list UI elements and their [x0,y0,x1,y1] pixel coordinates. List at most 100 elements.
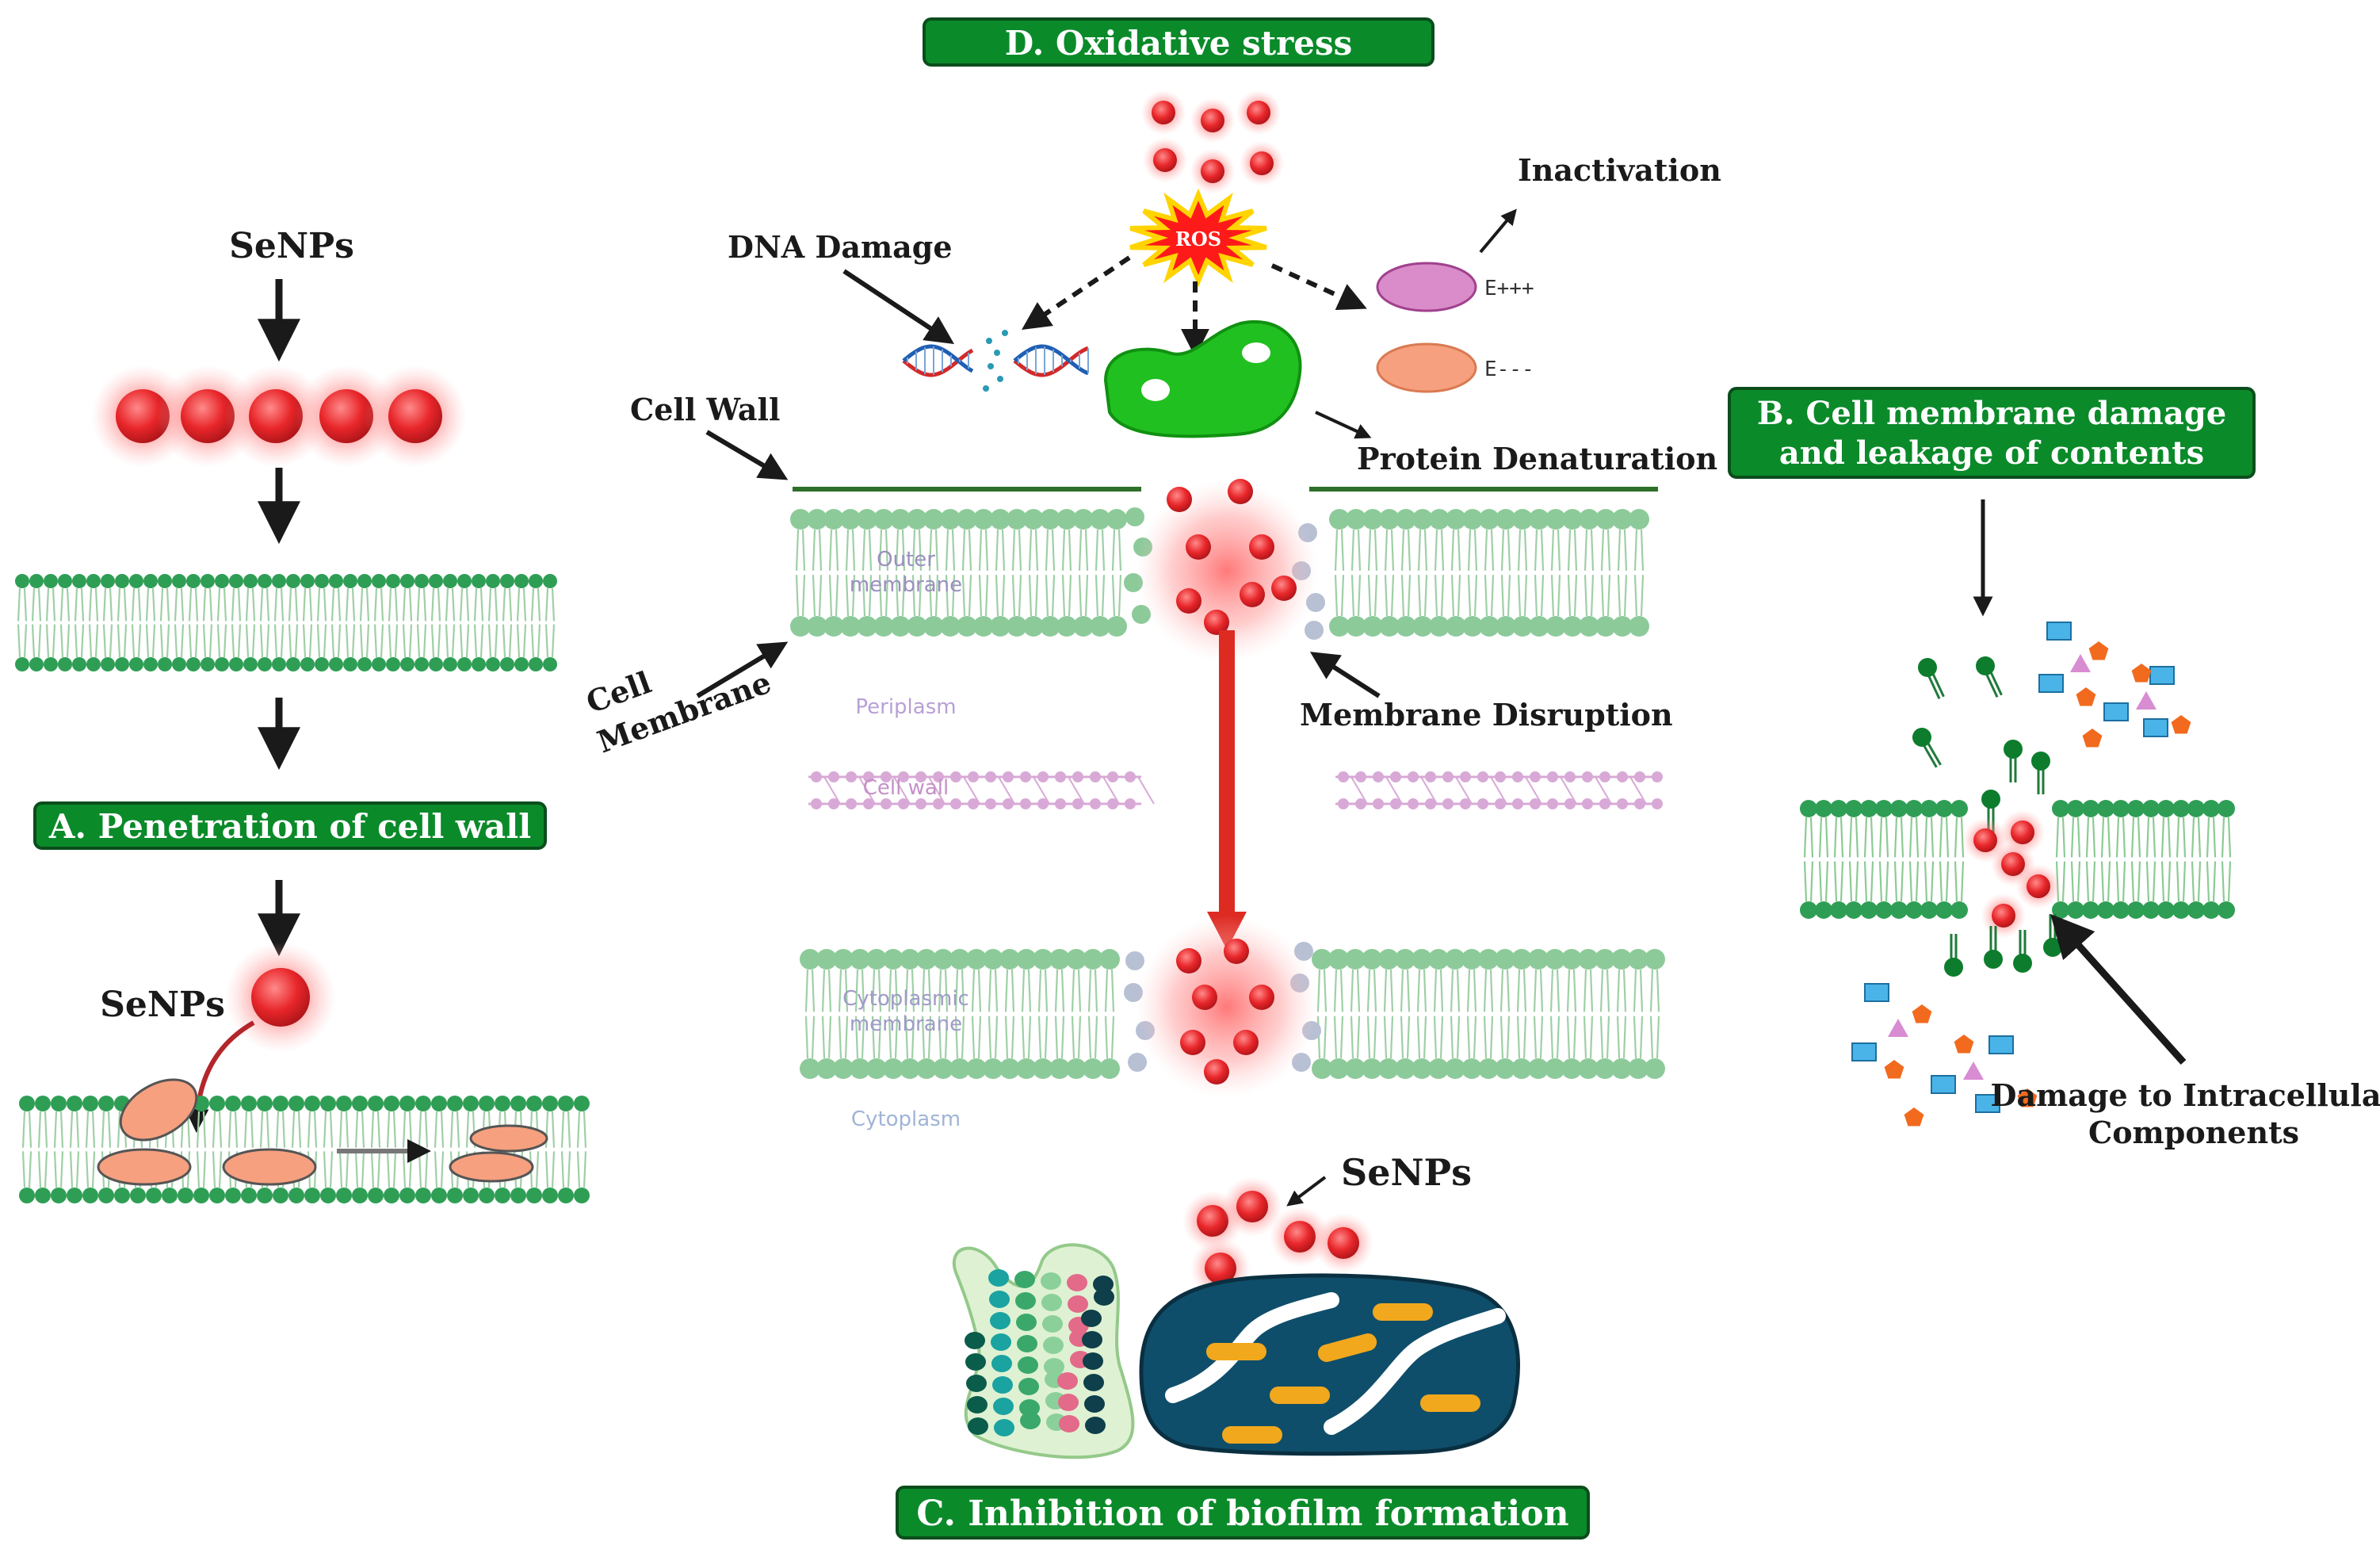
lipid-head [495,1096,510,1111]
lipid-tail [194,587,199,622]
lipid-tail [821,969,826,1012]
lipid-tail [1556,1016,1561,1059]
lipid-tail [1011,575,1016,617]
lipid-tail [2176,817,2180,858]
lipid-tail [75,1151,80,1188]
lipid-tail [871,1016,876,1059]
lipid-tail [1094,529,1099,571]
lipid-head [1595,616,1616,637]
ros-to-dna-arrow [1022,255,1131,331]
lipid-head [1412,509,1433,530]
lipid-tail [1489,1016,1494,1059]
lipid-tail [1863,817,1868,858]
lipid-tail [308,624,313,658]
lipid-head [1396,616,1416,637]
lipid-head [1378,1058,1399,1079]
lipid-tail [1466,1016,1471,1059]
lipid-head [1049,949,1070,970]
cell-wall-bead [915,771,926,782]
protein-hole-1 [1141,379,1170,401]
lipid-tail [1600,575,1605,617]
lipid-head [1429,616,1450,637]
lipid-head [1981,790,2000,809]
cell-wall-bead [846,771,857,782]
lipid-tail [828,529,833,571]
lipid-head [1428,1058,1449,1079]
leaked-square [1851,1042,1877,1061]
lipid-head [415,1188,431,1203]
lipid-tail [302,624,307,658]
lipid-head [2097,800,2114,817]
cell-wall-small-label: Cell wall [863,776,949,800]
lipid-head [1935,800,1953,817]
lipid-tail [180,624,185,658]
lipid-tail [1001,529,1006,571]
lipid-tail [424,1151,429,1188]
cell-wall-bead [1338,798,1349,809]
cell-wall-bead [915,798,926,809]
lipid-head [973,616,994,637]
lipid-head [883,949,903,970]
lipid-tail [995,575,999,617]
lipid-tail [977,969,982,1012]
lipid-head [1645,949,1665,970]
cell-wall-bead [1547,771,1558,782]
lipid-tail [166,624,170,658]
lipid-head [143,574,158,588]
biofilm-cell [1094,1288,1114,1306]
lipid-head [1918,658,1937,677]
lipid-tail [934,575,939,617]
biofilm-cell [1083,1374,1104,1391]
lipid-tail [1583,529,1588,571]
lipid-head [1429,509,1450,530]
lipid-head [1496,509,1516,530]
lipid-head [130,1188,146,1203]
lipid-head [1345,1058,1366,1079]
lipid-tail [1500,529,1505,571]
lipid-tail [85,1111,90,1148]
lipid-head [983,1058,1003,1079]
lipid-head [1040,616,1060,637]
lipid-tail [1490,529,1495,571]
lipid-head [2127,901,2145,919]
lipid-tail [1633,575,1638,617]
lipid-tail [354,1111,359,1148]
lipid-head [510,1188,526,1203]
lipid-head [158,574,172,588]
biofilm-cell [1083,1352,1103,1370]
lipid-head [215,574,229,588]
leaked-square [2149,666,2175,685]
lipid-tail [911,969,915,1012]
lipid-tail [37,587,42,622]
lipid-head [2013,954,2032,973]
cell-wall-bead [1055,771,1066,782]
lipid-tail [812,575,816,617]
lipid-tail [2061,861,2066,902]
lipid-tail [2085,861,2090,902]
lipid-head [257,1188,273,1203]
lipid-head [1312,1058,1332,1079]
lipid-tail [430,624,435,658]
cell-wall-crosslink [1102,776,1120,805]
lipid-tail [1417,529,1422,571]
lipid-tail [1350,969,1354,1012]
lipid-tail [159,587,164,622]
lipid-head [1479,616,1499,637]
lipid-head [1645,1058,1665,1079]
free-lipid [1918,658,1945,699]
lipid-tail [174,624,178,658]
enzyme-plus [1376,262,1477,312]
lipid-head [1562,616,1583,637]
nanoparticle [388,389,442,443]
cell-wall-bead [811,798,822,809]
lipid-tail [2137,817,2141,858]
lipid-tail [551,587,556,622]
lipid-tail [1450,1016,1454,1059]
dna-fragment [1002,330,1008,336]
lipid-head [1950,800,1968,817]
lipid-tail [1533,969,1538,1012]
lipid-head [2202,901,2220,919]
lipid-head [900,949,920,970]
lipid-head [1845,800,1862,817]
lipid-tail [854,969,859,1012]
